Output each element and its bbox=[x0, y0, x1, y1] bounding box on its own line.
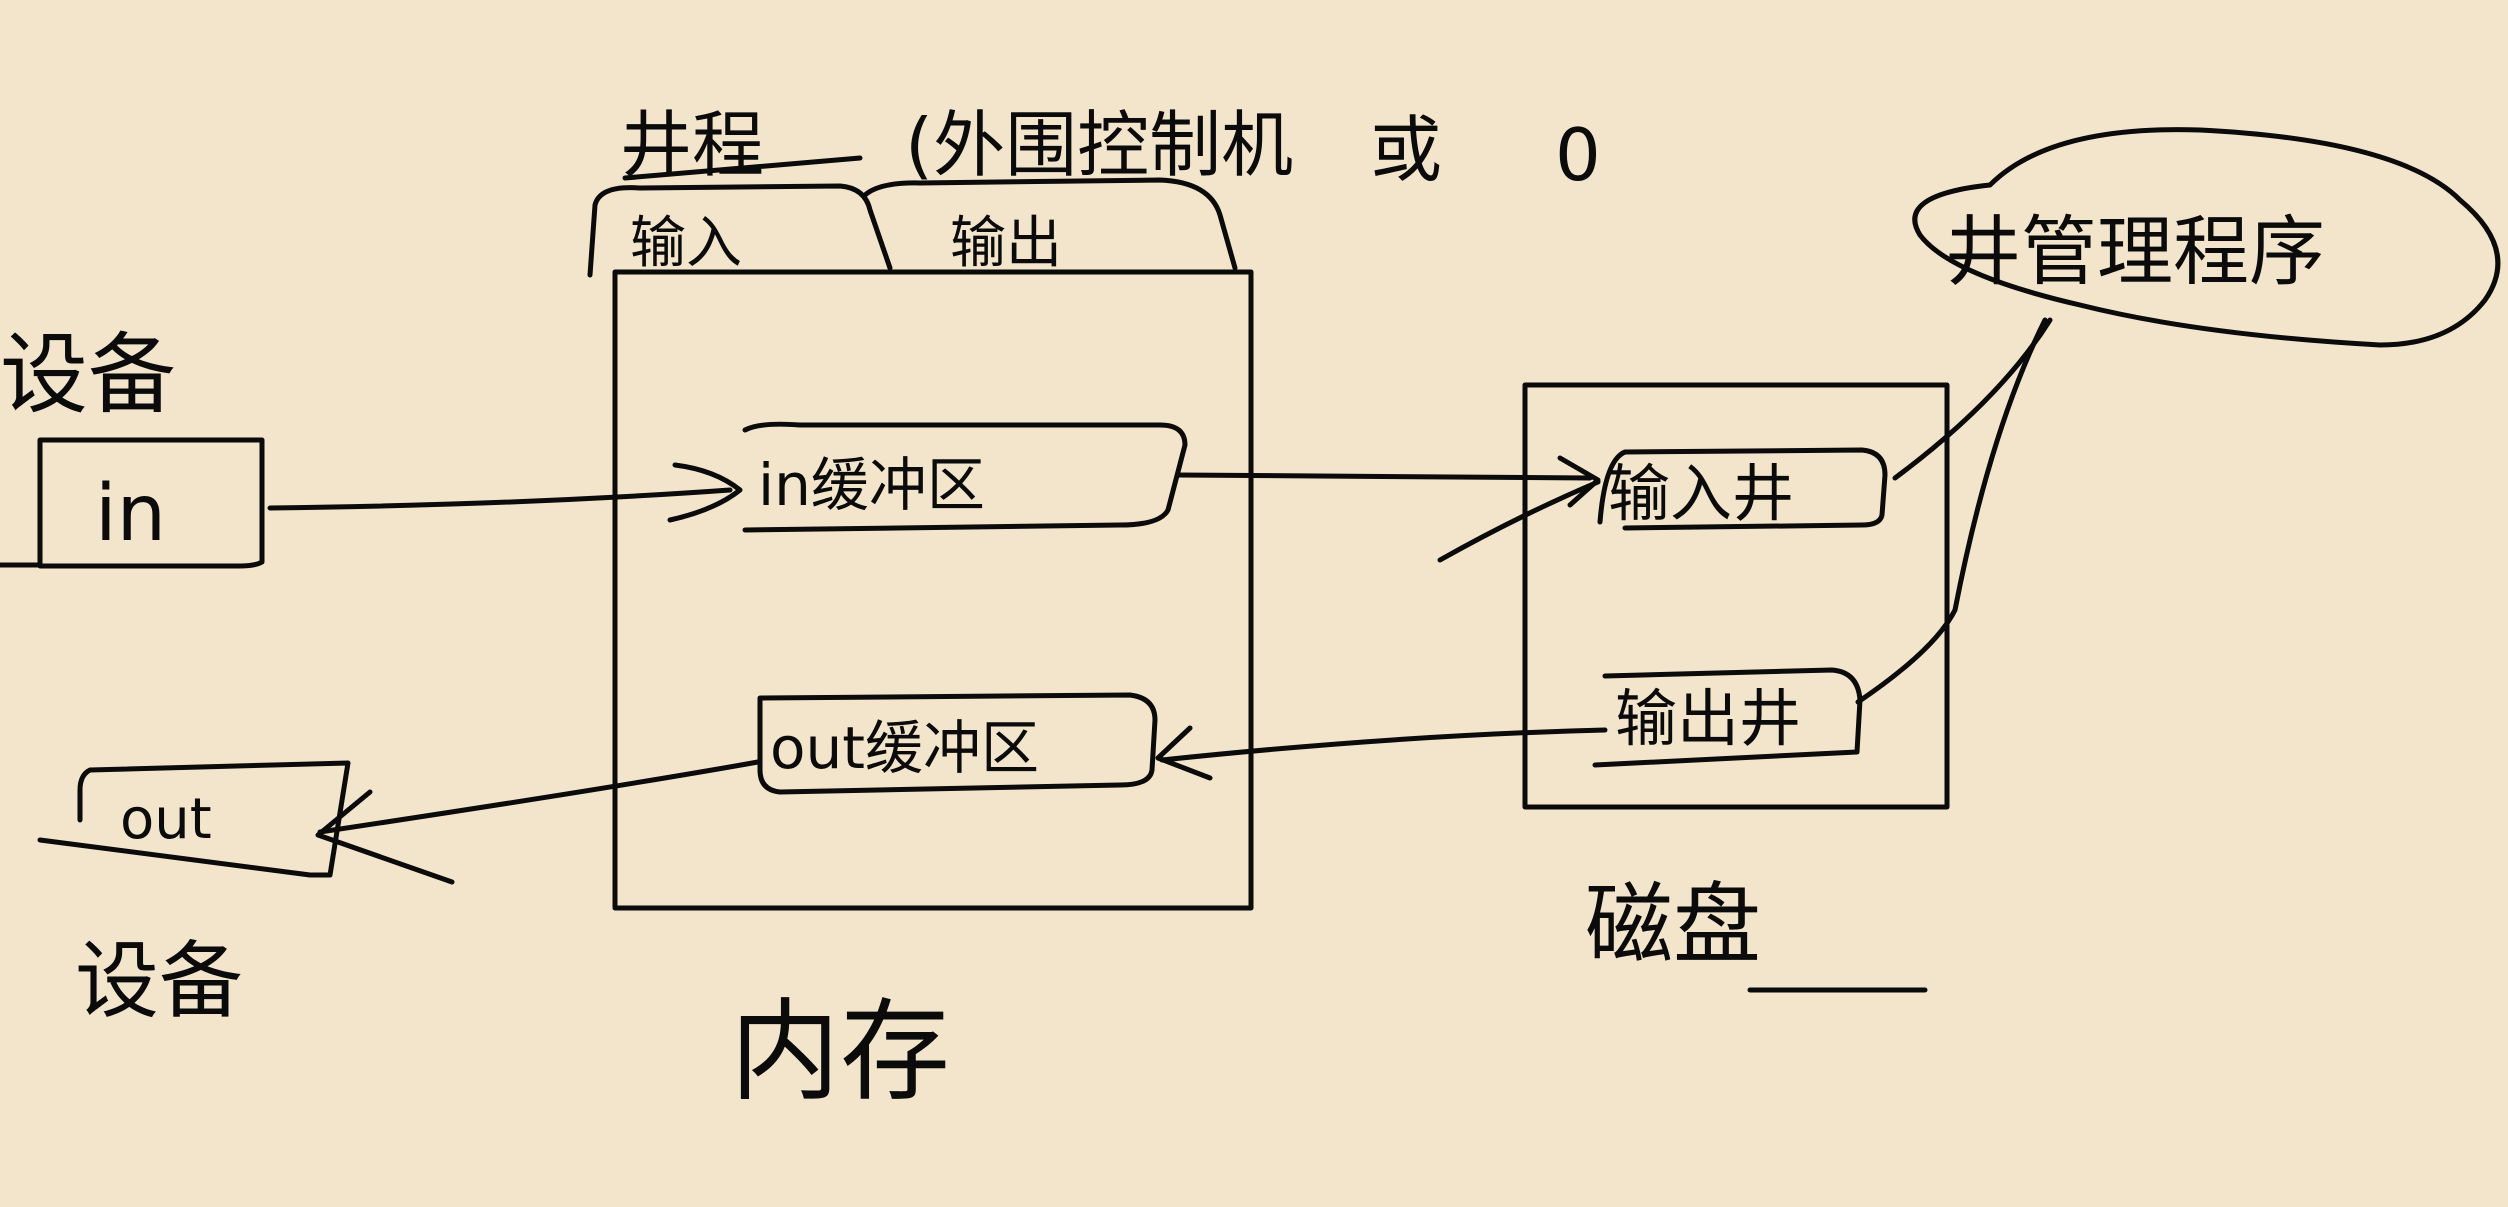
input-device-label: 设备 bbox=[0, 323, 176, 426]
input-tab-outline bbox=[587, 183, 893, 278]
memory-box bbox=[612, 269, 1254, 911]
out-buffer-label: out缓冲区 bbox=[770, 714, 1039, 782]
in-buffer-outline bbox=[742, 421, 1188, 533]
header-peripheral-cpu: (外围控制机 bbox=[905, 103, 1293, 187]
header-or: 或 bbox=[1370, 108, 1442, 192]
manager-label: 井管理程序 bbox=[1945, 207, 2325, 296]
manager-ellipse bbox=[1912, 127, 2501, 348]
arrowhead-inbuffer bbox=[667, 462, 743, 523]
arrow-tail-inputwell bbox=[1437, 479, 1601, 563]
output-tab-label: 输出 bbox=[950, 211, 1062, 276]
header-zero: 0 bbox=[1555, 113, 1601, 197]
out-buffer-outline bbox=[757, 692, 1158, 795]
input-well-label: 输入井 bbox=[1608, 457, 1794, 530]
manager-to-outputwell-line bbox=[1855, 317, 2048, 705]
output-device-label: 设备 bbox=[75, 932, 243, 1030]
arrow-outputwell-to-outbuffer bbox=[1159, 727, 1608, 763]
header-underline bbox=[622, 155, 863, 181]
output-well-label: 输出井 bbox=[1615, 682, 1801, 755]
output-device-text: out bbox=[120, 787, 212, 852]
input-device-box bbox=[0, 437, 265, 569]
input-tab-label: 输入 bbox=[630, 211, 742, 276]
disk-label: 磁盘 bbox=[1585, 873, 1761, 976]
in-buffer-label: in缓冲区 bbox=[758, 451, 985, 519]
arrow-inbuffer-to-inputwell bbox=[1175, 472, 1593, 481]
arrowhead-device bbox=[315, 789, 455, 885]
input-well-outline bbox=[1597, 447, 1888, 531]
output-tab-outline bbox=[862, 177, 1238, 271]
disk-box bbox=[1522, 382, 1950, 810]
input-device-text: in bbox=[95, 469, 166, 559]
memory-label: 内存 bbox=[730, 988, 950, 1116]
arrowhead-outbuffer bbox=[1155, 725, 1213, 781]
manager-to-inputwell-line bbox=[1892, 317, 2053, 481]
arrow-device-to-inbuffer bbox=[267, 487, 733, 511]
arrow-outbuffer-to-device bbox=[317, 759, 761, 835]
